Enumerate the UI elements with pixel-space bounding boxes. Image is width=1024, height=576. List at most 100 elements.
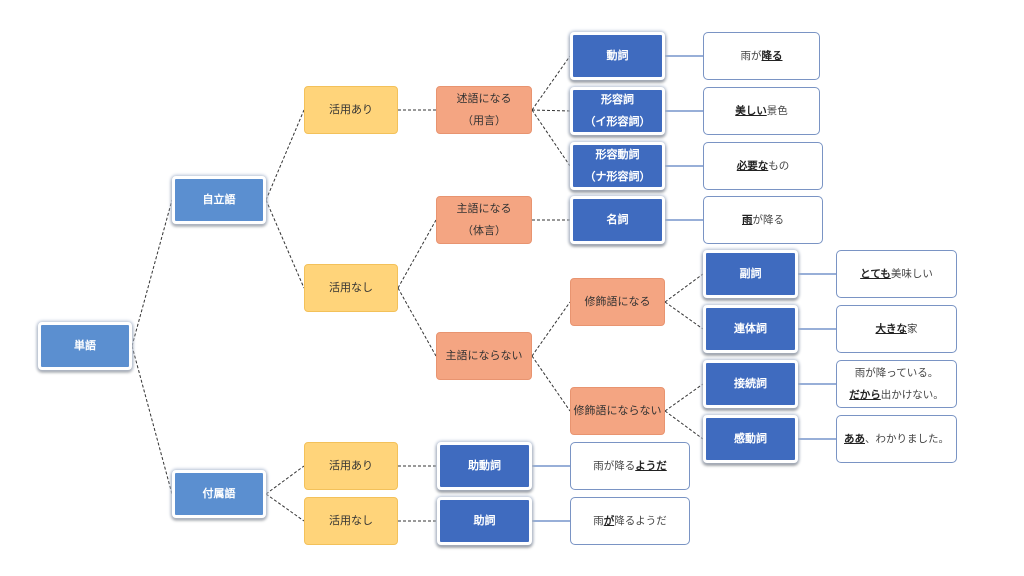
example-highlight: が — [603, 515, 615, 527]
connector-jiritsugo-katsuyo_ari_1 — [265, 109, 305, 201]
node-label: 形容動詞 — [595, 148, 640, 161]
example-doushi: 雨が降る — [703, 32, 820, 80]
node-label: 主語になる — [456, 202, 512, 215]
example-line: 雨が降っている。 — [855, 362, 938, 384]
example-line: 雨が降るようだ — [593, 510, 667, 532]
example-line: 雨が降るようだ — [593, 455, 667, 477]
example-highlight: ようだ — [635, 460, 667, 472]
example-highlight: 雨 — [742, 214, 753, 226]
node-doushi: 動詞 — [570, 32, 665, 80]
example-text: 出かけない。 — [880, 389, 944, 401]
example-text: 雨が降っている。 — [854, 367, 939, 379]
node-label: 感動詞 — [734, 432, 767, 445]
node-jiritsugo: 自立語 — [172, 176, 266, 224]
node-setsuzokushi: 接続詞 — [703, 360, 798, 408]
node-shushoku: 修飾語になる — [570, 278, 665, 326]
node-katsuyo-ari-2: 活用あり — [304, 442, 398, 490]
connector-shushoku-fukushi — [664, 273, 704, 303]
node-katsuyo-nashi-1: 活用なし — [304, 264, 398, 312]
connector-katsuyo_nashi_1-shugo_nai — [397, 287, 437, 357]
node-katsuyo-ari-1: 活用あり — [304, 86, 398, 134]
connector-shushoku-rentaishi — [664, 301, 704, 330]
example-line: だから出かけない。 — [849, 384, 944, 406]
example-text: もの — [768, 160, 790, 172]
connector-jutsugo-keiyoudoushi — [531, 109, 571, 167]
example-highlight: 降る — [761, 50, 783, 62]
node-keiyoudoushi: 形容動詞（ナ形容詞） — [570, 142, 665, 190]
node-meishi: 名詞 — [570, 196, 665, 244]
example-line: 大きな家 — [876, 318, 918, 340]
example-text: 美味しい — [890, 268, 933, 280]
connector-tango-fuzokugo — [131, 345, 173, 495]
example-highlight: ああ — [844, 433, 865, 445]
connector-shugo_nai-shushoku_nai — [531, 355, 571, 412]
node-label: （体言） — [462, 224, 506, 237]
connector-tango-jiritsugo — [131, 199, 173, 347]
node-label: 述語になる — [456, 92, 512, 105]
example-text: が降る — [752, 214, 785, 226]
connector-shushoku_nai-kandoushi — [664, 410, 704, 440]
example-meishi: 雨が降る — [703, 196, 823, 244]
node-fuzokugo: 付属語 — [172, 470, 266, 518]
node-label: 修飾語になる — [584, 295, 651, 308]
node-shushoku-nai: 修飾語にならない — [570, 387, 665, 435]
node-label: 修飾語にならない — [573, 404, 662, 417]
example-line: 雨が降る — [742, 209, 784, 231]
node-label: 活用なし — [329, 281, 373, 294]
example-line: 美しい景色 — [735, 100, 788, 122]
example-text: 、わかりました。 — [865, 433, 949, 445]
node-label: 名詞 — [606, 213, 629, 226]
example-keiyoushi: 美しい景色 — [703, 87, 820, 135]
node-label: 単語 — [74, 339, 96, 352]
example-line: 雨が降る — [741, 45, 783, 67]
node-label: 活用あり — [329, 459, 373, 472]
connector-jutsugo-doushi — [531, 55, 571, 111]
example-text: 景色 — [766, 105, 788, 117]
node-joshi: 助詞 — [437, 497, 532, 545]
node-label: 動詞 — [606, 49, 629, 62]
example-keiyoudoushi: 必要なもの — [703, 142, 823, 190]
example-text: 降るようだ — [614, 515, 667, 527]
node-label: 自立語 — [202, 193, 236, 206]
example-highlight: だから — [849, 389, 881, 401]
node-label: 接続詞 — [734, 377, 767, 390]
node-fukushi: 副詞 — [703, 250, 798, 298]
node-label: 活用あり — [329, 103, 373, 116]
node-jodoushi: 助動詞 — [437, 442, 532, 490]
node-label: （イ形容詞） — [584, 115, 651, 128]
node-shugo: 主語になる （体言） — [436, 196, 532, 244]
connector-fuzokugo-katsuyo_nashi_2 — [265, 493, 305, 522]
example-jodoushi: 雨が降るようだ — [570, 442, 690, 490]
example-setsuzokushi: 雨が降っている。だから出かけない。 — [836, 360, 957, 408]
node-kandoushi: 感動詞 — [703, 415, 798, 463]
connector-shugo_nai-shushoku — [531, 301, 571, 357]
node-shugo-nai: 主語にならない — [436, 332, 532, 380]
node-label: 付属語 — [202, 487, 236, 500]
connector-katsuyo_nashi_1-shugo — [397, 219, 437, 289]
example-highlight: 美しい — [735, 105, 767, 117]
example-highlight: 大きな — [875, 323, 908, 335]
example-text: 雨が降る — [593, 460, 636, 472]
example-kandoushi: ああ、わかりました。 — [836, 415, 957, 463]
example-joshi: 雨が降るようだ — [570, 497, 690, 545]
example-line: とても美味しい — [860, 263, 933, 285]
node-label: 副詞 — [739, 267, 762, 280]
node-label: 活用なし — [329, 514, 373, 527]
node-label: 主語にならない — [445, 349, 523, 362]
node-katsuyo-nashi-2: 活用なし — [304, 497, 398, 545]
example-fukushi: とても美味しい — [836, 250, 957, 298]
example-line: ああ、わかりました。 — [844, 428, 949, 450]
connector-jiritsugo-katsuyo_nashi_1 — [265, 199, 305, 289]
example-rentaishi: 大きな家 — [836, 305, 957, 353]
connector-shushoku_nai-setsuzokushi — [664, 383, 704, 412]
node-label: 連体詞 — [734, 322, 767, 335]
node-jutsugo: 述語になる（用言） — [436, 86, 532, 134]
node-keiyoushi: 形容詞（イ形容詞） — [570, 87, 665, 135]
example-highlight: 必要な — [736, 160, 769, 172]
example-text: 家 — [907, 323, 918, 335]
node-rentaishi: 連体詞 — [703, 305, 798, 353]
node-label: 助動詞 — [468, 459, 501, 472]
node-label: 助詞 — [473, 514, 496, 527]
connector-fuzokugo-katsuyo_ari_2 — [265, 465, 305, 495]
